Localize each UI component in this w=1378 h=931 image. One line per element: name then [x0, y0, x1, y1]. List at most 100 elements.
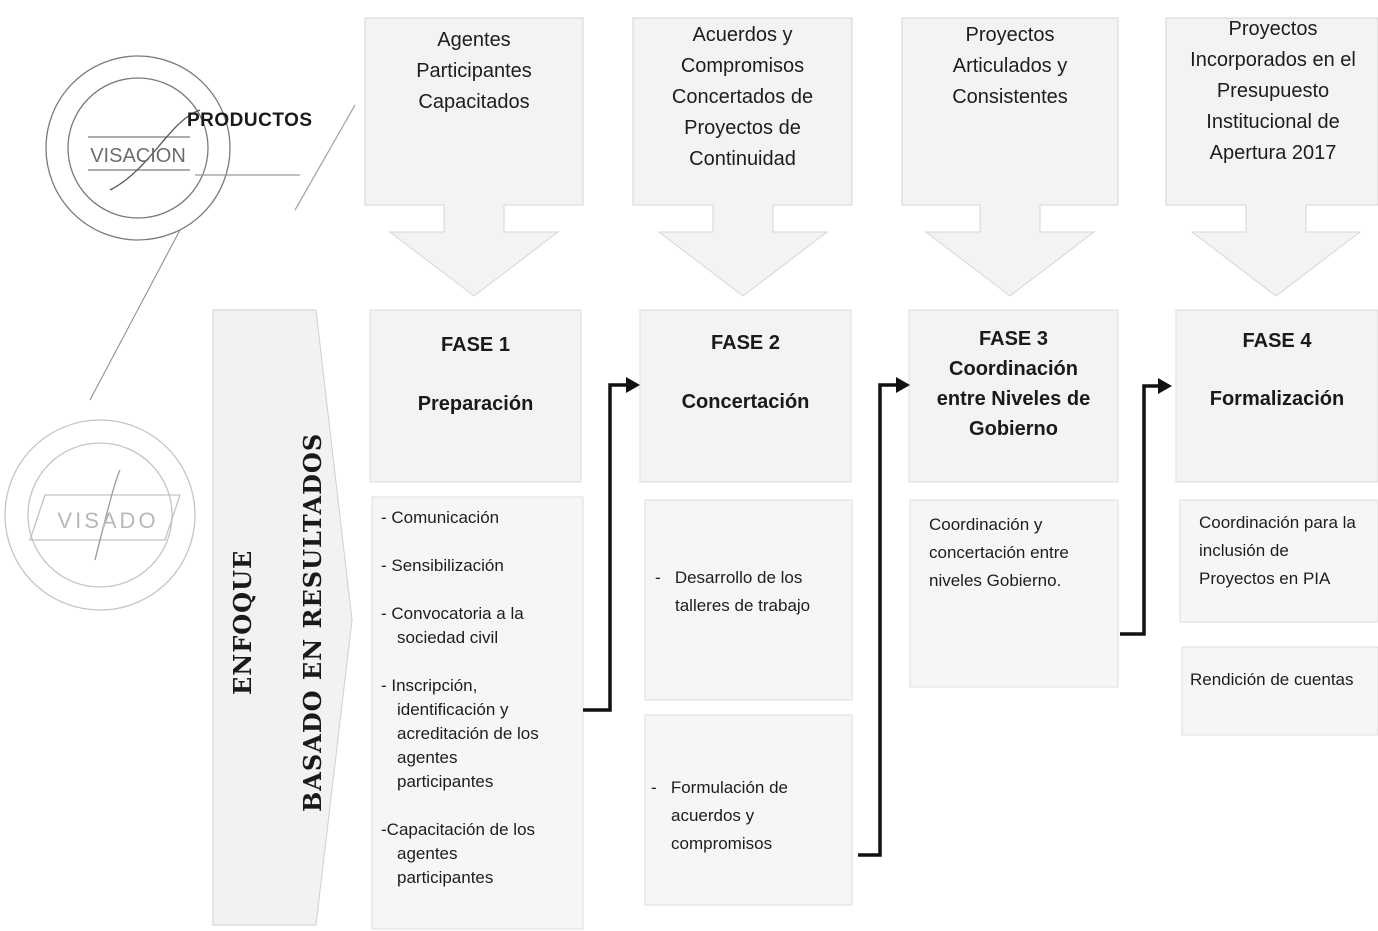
items-box-2b — [644, 714, 853, 906]
product-line: Compromisos — [680, 55, 805, 77]
connector-2-3 — [858, 383, 898, 857]
list-item-line: talleres de trabajo — [675, 596, 811, 615]
phase-fase-label: FASE 1 — [441, 334, 510, 356]
phase-box-1 — [369, 309, 582, 483]
phase-fase-label: FASE 2 — [711, 332, 780, 354]
enfoque-label: ENFOQUE — [228, 549, 257, 695]
arrowhead-2 — [896, 377, 910, 393]
connector-1-2 — [583, 383, 628, 712]
product-line: Articulados y — [952, 55, 1068, 77]
connector-3-4 — [1120, 384, 1160, 636]
product-arrow-3 — [901, 17, 1119, 297]
items-box-2a — [644, 499, 853, 701]
phase-1-title: FASE 1 Preparación — [370, 330, 581, 419]
product-line: Institucional de — [1206, 111, 1340, 133]
phase-name: Concertación — [681, 391, 810, 413]
product-line: Proyectos — [1228, 18, 1318, 40]
list-item-line: compromisos — [671, 834, 773, 853]
arrowhead-3 — [1158, 378, 1172, 394]
list-item-line: Proyectos en PIA — [1199, 569, 1331, 588]
product-text-1: Agentes Participantes Capacitados — [365, 25, 583, 118]
product-arrow-1 — [364, 17, 584, 297]
product-line: Proyectos — [965, 24, 1055, 46]
items-box-4a — [1179, 499, 1378, 623]
enfoque-sublabel: BASADO EN RESULTADOS — [298, 432, 327, 812]
phase-1-items: - Comunicación - Sensibilización - Convo… — [381, 506, 581, 890]
phase-4-title: FASE 4 Formalización — [1176, 326, 1378, 414]
list-item: - Sensibilización — [381, 554, 581, 578]
product-arrow-2 — [632, 17, 853, 297]
list-item-line: participantes — [397, 772, 494, 791]
list-item-line: - Convocatoria a la — [381, 604, 524, 623]
phase-name: Preparación — [417, 393, 534, 415]
phase-name: Coordinación — [949, 358, 1078, 380]
items-box-4b — [1181, 646, 1378, 736]
product-line: Incorporados en el — [1190, 49, 1356, 71]
phase-3-item-1: Coordinación y concertación entre nivele… — [929, 511, 1114, 595]
list-item-line: - Formulación de — [651, 778, 788, 797]
visado-stamp-text: VISADO — [57, 508, 158, 533]
product-line: Concertados de — [671, 86, 814, 108]
product-line: Continuidad — [689, 148, 796, 170]
items-box-1 — [371, 496, 584, 930]
list-item-line: agentes — [397, 748, 458, 767]
phase-box-3 — [908, 309, 1119, 483]
list-item-line: - Sensibilización — [381, 556, 504, 575]
product-text-4: Proyectos Incorporados en el Presupuesto… — [1168, 14, 1378, 169]
product-line: Capacitados — [418, 91, 530, 113]
list-item-line: niveles Gobierno. — [929, 571, 1062, 590]
product-line: Apertura 2017 — [1209, 142, 1337, 164]
svg-text:VISADO: VISADO — [57, 508, 158, 533]
phase-name: entre Niveles de — [936, 388, 1091, 410]
list-item-line: identificación y — [397, 700, 509, 719]
phase-4-item-2: Rendición de cuentas — [1190, 666, 1376, 694]
list-item-line: -Capacitación de los — [381, 820, 536, 839]
list-item-line: participantes — [397, 868, 494, 887]
phase-box-4 — [1175, 309, 1378, 483]
list-item-line: acuerdos y — [671, 806, 755, 825]
visado-stamp — [4, 419, 196, 611]
visacion-stamp — [45, 55, 356, 401]
phase-box-2 — [639, 309, 852, 483]
phase-3-title: FASE 3 Coordinación entre Niveles de Gob… — [909, 324, 1118, 444]
product-line: Presupuesto — [1216, 80, 1330, 102]
arrowhead-1 — [626, 377, 640, 393]
product-text-3: Proyectos Articulados y Consistentes — [902, 20, 1118, 113]
list-item-line: acreditación de los — [397, 724, 539, 743]
list-item: -Capacitación de los agentes participant… — [381, 818, 581, 890]
product-text-2: Acuerdos y Compromisos Concertados de Pr… — [633, 20, 852, 175]
svg-text:VISACION: VISACION — [90, 145, 186, 167]
visacion-stamp-text: VISACION — [90, 145, 186, 167]
phase-2-item-2: - Formulación de acuerdos y compromisos — [651, 774, 846, 858]
product-line: Proyectos de — [684, 117, 801, 139]
product-arrow-4 — [1165, 17, 1378, 297]
phase-2-title: FASE 2 Concertación — [640, 328, 851, 417]
product-line: Agentes — [437, 29, 511, 51]
list-item-line: sociedad civil — [397, 628, 499, 647]
list-item: - Comunicación — [381, 506, 581, 530]
list-item-line: - Desarrollo de los — [655, 568, 803, 587]
product-line: Participantes — [416, 60, 532, 82]
list-item-line: Coordinación para la — [1199, 513, 1356, 532]
phase-fase-label: FASE 3 — [979, 328, 1048, 350]
list-item-line: Rendición de cuentas — [1190, 670, 1354, 689]
list-item: - Convocatoria a la sociedad civil — [381, 602, 581, 650]
product-line: Consistentes — [952, 86, 1068, 108]
list-item: - Inscripción, identificación y acredita… — [381, 674, 581, 794]
product-line: Acuerdos y — [692, 24, 793, 46]
phase-name: Formalización — [1209, 388, 1345, 410]
list-item-line: - Comunicación — [381, 508, 500, 527]
list-item-line: Coordinación y — [929, 515, 1043, 534]
productos-label: PRODUCTOS — [187, 110, 313, 131]
list-item-line: - Inscripción, — [381, 676, 478, 695]
list-item-line: inclusión de — [1199, 541, 1289, 560]
enfoque-arrow — [212, 309, 353, 926]
phase-2-item-1: - Desarrollo de los talleres de trabajo — [655, 564, 850, 620]
phase-fase-label: FASE 4 — [1242, 330, 1312, 352]
items-box-3 — [909, 499, 1119, 688]
list-item-line: concertación entre — [929, 543, 1069, 562]
phase-name: Gobierno — [969, 418, 1058, 440]
list-item-line: agentes — [397, 844, 458, 863]
phase-4-item-1: Coordinación para la inclusión de Proyec… — [1199, 509, 1377, 593]
